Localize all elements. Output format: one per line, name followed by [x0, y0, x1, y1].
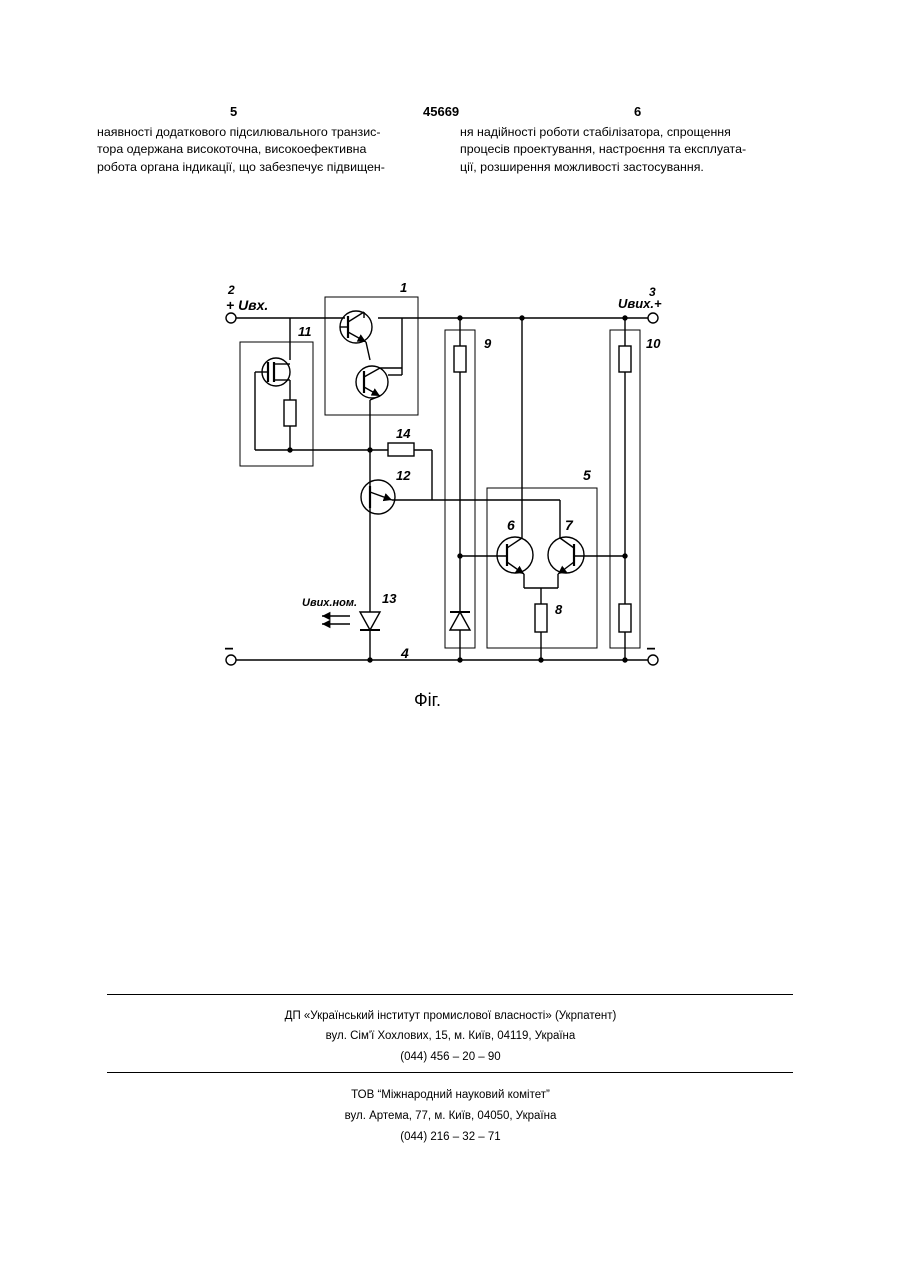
transistor-12: [361, 480, 440, 600]
label-u-nom: Uвих.ном.: [302, 597, 357, 609]
label-u-out: Uвих.+: [618, 296, 662, 311]
footer-rule-top: [107, 994, 793, 995]
block-9-reference: [445, 316, 475, 662]
label-13: 13: [382, 591, 397, 606]
circuit-diagram: 1 2 3 4 5 6 7 8 9 10 11 12 13 14 + Uвх. …: [0, 0, 901, 720]
org1-phone: (044) 456 – 20 – 90: [0, 1051, 901, 1063]
label-4: 4: [400, 645, 409, 661]
top-rail: [226, 313, 658, 323]
label-5: 5: [583, 467, 591, 483]
org2-phone: (044) 216 – 32 – 71: [0, 1131, 901, 1143]
label-8: 8: [555, 602, 563, 617]
org2-address: вул. Артема, 77, м. Київ, 04050, Україна: [0, 1110, 901, 1122]
block-10-output-divider: [610, 316, 640, 662]
figure-caption: Фіг.: [414, 690, 441, 711]
block-11-current-source: [240, 318, 370, 466]
org1-name: ДП «Український інститут промислової вла…: [0, 1010, 901, 1022]
label-14: 14: [396, 426, 411, 441]
label-7: 7: [565, 517, 574, 533]
bottom-rail: [226, 655, 658, 665]
label-minus-left: −: [224, 641, 233, 658]
label-u-in: + Uвх.: [226, 297, 268, 313]
label-minus-right: −: [646, 641, 655, 658]
label-10: 10: [646, 336, 661, 351]
block-5-differential-amp: [440, 316, 625, 662]
label-6: 6: [507, 517, 515, 533]
led-13: [322, 600, 380, 662]
label-1: 1: [400, 280, 407, 295]
label-11: 11: [298, 324, 312, 339]
label-12: 12: [396, 468, 411, 483]
label-9: 9: [484, 336, 492, 351]
footer-rule-bottom: [107, 1072, 793, 1073]
org2-name: ТОВ “Міжнародний науковий комітет”: [0, 1089, 901, 1101]
org1-address: вул. Сім'ї Хохлових, 15, м. Київ, 04119,…: [0, 1030, 901, 1042]
label-2: 2: [227, 283, 235, 297]
